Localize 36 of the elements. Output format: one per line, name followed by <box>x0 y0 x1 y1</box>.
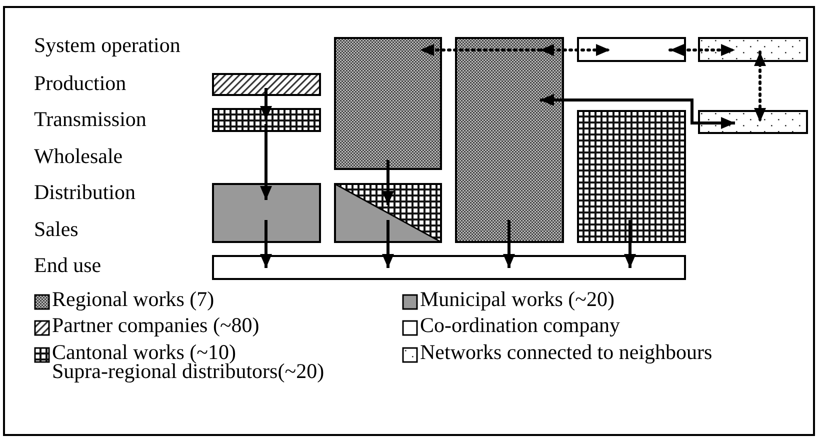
arrow <box>540 94 735 129</box>
arrow <box>382 220 394 268</box>
arrow <box>624 220 636 268</box>
regional-works-block <box>455 37 564 243</box>
arrow <box>260 88 272 120</box>
legend-label: Municipal works (~20) <box>420 290 614 309</box>
row-label: Wholesale <box>34 145 123 167</box>
row-label: System operation <box>34 34 180 56</box>
legend-label: Cantonal works (~10) Supra-regional distributors(~20) <box>52 343 326 381</box>
neighbour-network-bar <box>698 37 808 62</box>
arrow <box>260 220 272 268</box>
coordination-company-bar <box>577 37 686 62</box>
dotted-arrow <box>418 44 542 56</box>
row-label: End use <box>34 254 102 276</box>
legend-label: Networks connected to neighbours <box>420 343 712 362</box>
dotted-arrow <box>668 44 736 56</box>
arrow <box>503 220 515 268</box>
legend-label: Partner companies (~80) <box>52 316 260 335</box>
dotted-arrow <box>538 44 612 56</box>
arrow <box>382 160 394 205</box>
row-label: Sales <box>34 218 78 240</box>
municipal-works-block <box>212 183 321 243</box>
row-label: Production <box>34 72 126 94</box>
cantonal-works-bar <box>212 108 321 132</box>
legend-label: Regional works (7) <box>52 290 214 309</box>
neighbour-network-bar <box>698 110 808 134</box>
row-label: Transmission <box>34 108 146 130</box>
arrow <box>260 124 272 200</box>
legend-label: Co-ordination company <box>420 316 620 335</box>
end-use-bar <box>212 255 686 280</box>
partner-works-bar <box>212 73 321 96</box>
regional-works-block <box>334 37 442 170</box>
cantonal-works-block <box>577 110 686 243</box>
dotted-arrow <box>754 50 766 124</box>
row-label: Distribution <box>34 181 136 203</box>
mixed-works-block <box>334 183 442 243</box>
